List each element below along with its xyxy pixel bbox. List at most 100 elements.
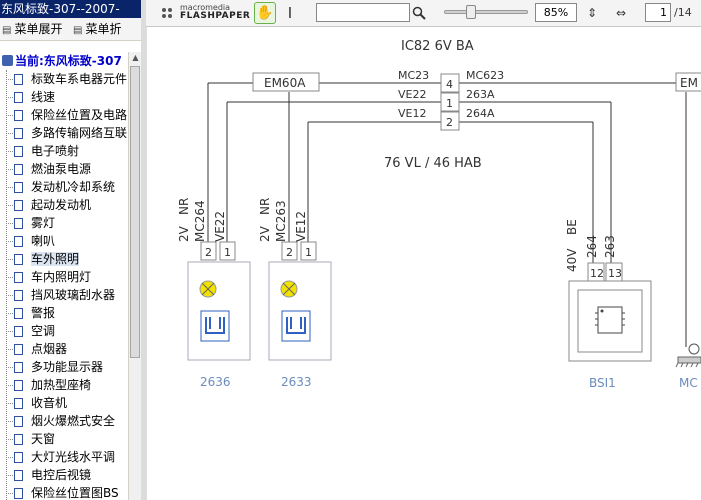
tree-item-label: 加热型座椅	[31, 378, 92, 392]
tree-connector	[6, 367, 13, 368]
fit-page-button[interactable]: ⇔	[613, 3, 629, 23]
tree-item[interactable]: 燃油泵电源	[14, 160, 91, 178]
wire-label: NR	[177, 198, 191, 215]
tree-connector	[6, 439, 13, 440]
wire-label: VE22	[398, 88, 426, 101]
window-title: 东风标致-307--2007-	[0, 0, 141, 18]
document-icon	[14, 470, 23, 481]
chapter-tree: 当前:东风标致-307 标致车系电器元件线速保险丝位置及电路多路传输网络互联电子…	[0, 52, 128, 500]
tree-item[interactable]: 大灯光线水平调	[14, 448, 115, 466]
logo-text-top: macromedia	[180, 3, 231, 12]
zoom-slider[interactable]	[444, 10, 528, 14]
tree-item[interactable]: 发动机冷却系统	[14, 178, 115, 196]
hand-tool-button[interactable]: ✋	[254, 2, 276, 24]
tree-item[interactable]: 保险丝位置及电路	[14, 106, 127, 124]
wire-label: 2V	[177, 225, 191, 242]
pin-number: 12	[590, 267, 604, 280]
search-icon	[412, 6, 426, 20]
wire-label: VE12	[294, 211, 308, 242]
pin-number: 2	[446, 116, 453, 129]
tree-item[interactable]: 保险丝位置图BS	[14, 484, 119, 500]
logo-text-bottom: FLASHPAPER	[180, 11, 251, 21]
tree-item[interactable]: 点烟器	[14, 340, 67, 358]
document-icon	[14, 74, 23, 85]
expand-menu-label: 菜单展开	[14, 22, 63, 36]
tree-item-label: 发动机冷却系统	[31, 180, 116, 194]
tree-item[interactable]: 车内照明灯	[14, 268, 91, 286]
navigation-panel: 东风标致-307--2007- ▤菜单展开 ▤菜单折 当前:东风标致-307 标…	[0, 0, 142, 500]
hand-icon: ✋	[256, 5, 274, 21]
tree-item[interactable]: 加热型座椅	[14, 376, 91, 394]
tree-item[interactable]: 起动发动机	[14, 196, 91, 214]
collapse-menu-button[interactable]: ▤菜单折	[73, 21, 121, 39]
zoom-level-field[interactable]: 85%	[535, 3, 577, 22]
fit-width-button[interactable]: ⇕	[584, 3, 600, 23]
em60a-connector	[252, 72, 320, 92]
pin-box	[200, 241, 217, 261]
tree-item[interactable]: 电子喷射	[14, 142, 79, 160]
zoom-slider-thumb[interactable]	[466, 5, 476, 19]
tree-item[interactable]: 电控后视镜	[14, 466, 91, 484]
document-icon	[14, 452, 23, 463]
document-icon	[14, 434, 23, 445]
scroll-thumb[interactable]	[130, 66, 140, 358]
tree-connector	[6, 475, 13, 476]
tree-item-label: 车外照明	[31, 252, 80, 266]
pin-number: 2	[286, 246, 293, 259]
pin-number: 1	[224, 246, 231, 259]
tree-connector	[6, 151, 13, 152]
tree-item[interactable]: 标致车系电器元件	[14, 70, 127, 88]
document-icon	[14, 290, 23, 301]
tree-item[interactable]: 车外照明	[14, 250, 80, 268]
expand-menu-button[interactable]: ▤菜单展开	[2, 21, 62, 39]
em-right-label: EM	[680, 76, 698, 90]
pin-block-4	[440, 73, 460, 93]
em60a-label: EM60A	[264, 76, 306, 90]
tree-item[interactable]: 多功能显示器	[14, 358, 103, 376]
diagram-subheader: 76 VL / 46 HAB	[384, 156, 482, 171]
collapse-menu-label: 菜单折	[85, 22, 122, 36]
tree-connector	[6, 295, 13, 296]
tree-item[interactable]: 挡风玻璃刮水器	[14, 286, 115, 304]
text-select-button[interactable]: I	[283, 3, 297, 23]
tree-item[interactable]: 喇叭	[14, 232, 55, 250]
tree-item[interactable]: 多路传输网络互联	[14, 124, 127, 142]
document-icon	[14, 308, 23, 319]
tree-item-label: 天窗	[31, 432, 56, 446]
tree-item[interactable]: 收音机	[14, 394, 67, 412]
pin-number: 13	[608, 267, 622, 280]
tree-item-label: 多路传输网络互联	[31, 126, 128, 140]
tree-item[interactable]: 天窗	[14, 430, 55, 448]
search-input[interactable]	[316, 3, 410, 22]
tree-item[interactable]: 空调	[14, 322, 55, 340]
scroll-up-icon[interactable]: ▲	[132, 53, 139, 62]
document-icon	[14, 272, 23, 283]
tree-connector	[6, 70, 7, 500]
fit-page-icon: ⇔	[615, 6, 627, 20]
tree-item[interactable]: 烟火爆燃式安全	[14, 412, 115, 430]
tree-connector	[6, 169, 13, 170]
tree-item-label: 线速	[31, 90, 56, 104]
tree-root[interactable]: 当前:东风标致-307	[2, 52, 122, 70]
tree-item[interactable]: 警报	[14, 304, 55, 322]
document-icon	[14, 488, 23, 499]
panel-splitter[interactable]	[141, 0, 146, 500]
tree-connector	[6, 457, 13, 458]
document-icon	[14, 92, 23, 103]
document-icon	[14, 380, 23, 391]
pin-box	[281, 241, 298, 261]
page-number-field[interactable]: 1	[645, 3, 671, 22]
tree-connector	[6, 349, 13, 350]
tree-item[interactable]: 线速	[14, 88, 55, 106]
tree-scrollbar[interactable]: ▲	[128, 52, 141, 500]
tree-item-label: 保险丝位置及电路	[31, 108, 128, 122]
search-button[interactable]	[412, 3, 430, 23]
tree-connector	[6, 385, 13, 386]
pin-number: 1	[446, 97, 453, 110]
tree-connector	[6, 331, 13, 332]
menu-toolbar: ▤菜单展开 ▤菜单折	[0, 18, 141, 41]
tree-item-label: 空调	[31, 324, 56, 338]
wire-label: 40V	[565, 248, 579, 272]
tree-item[interactable]: 雾灯	[14, 214, 55, 232]
tree-item-label: 标致车系电器元件	[31, 72, 128, 86]
